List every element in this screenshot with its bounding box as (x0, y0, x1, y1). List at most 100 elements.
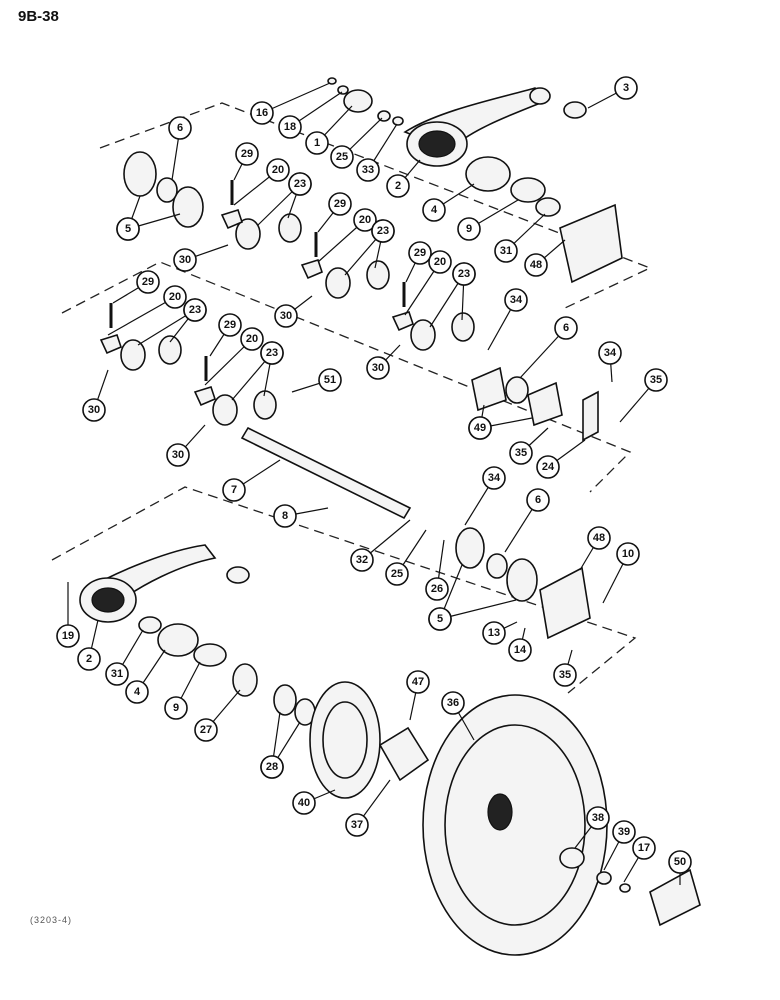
callout-label: 29 (142, 276, 154, 288)
callout-circle (457, 217, 481, 241)
callout-circle (136, 270, 160, 294)
callout-label: 18 (284, 121, 296, 133)
callout-label: 14 (514, 644, 527, 656)
callout-circle (273, 504, 297, 528)
callout-label: 2 (395, 180, 401, 192)
callout-circle (164, 696, 188, 720)
part-snap-ring-9-lower (193, 643, 227, 667)
callout-label: 20 (434, 256, 446, 268)
callout-label: 6 (535, 494, 541, 506)
part-hub-27 (232, 663, 258, 697)
callout-circle (218, 313, 242, 337)
callout-circle (240, 327, 264, 351)
callout-27: 27 (194, 689, 241, 742)
callout-circle (509, 441, 533, 465)
callout-label: 4 (134, 686, 141, 698)
callout-label: 39 (618, 826, 630, 838)
callout-29: 29 (233, 142, 259, 181)
callout-32: 32 (350, 519, 411, 572)
group-outline-middle (61, 261, 632, 493)
part-flange-49-b (527, 381, 563, 427)
part-bearing-upper (465, 156, 511, 192)
callout-7: 7 (222, 459, 281, 502)
callout-47: 47 (406, 670, 430, 721)
callout-label: 23 (189, 304, 201, 316)
callout-circle (482, 466, 506, 490)
callout-label: 23 (458, 268, 470, 280)
callout-20: 20 (107, 285, 187, 336)
callout-label: 3 (623, 82, 629, 94)
callout-label: 24 (542, 461, 555, 473)
callout-25: 25 (385, 529, 427, 586)
callout-circle (494, 239, 518, 263)
callout-label: 34 (604, 347, 617, 359)
callout-circle (305, 131, 329, 155)
part-flange-lower-a (455, 527, 485, 569)
part-knife-set-1 (220, 209, 302, 250)
callout-8: 8 (273, 504, 329, 528)
callout-2: 2 (386, 159, 421, 198)
part-snap-ring-9-upper (510, 177, 546, 203)
callout-label: 25 (336, 151, 348, 163)
callout-35: 35 (509, 427, 549, 465)
part-ring-33 (392, 116, 404, 126)
callout-label: 29 (224, 319, 236, 331)
callout-label: 16 (256, 107, 268, 119)
part-flange-lower-b (506, 558, 538, 602)
callout-label: 7 (231, 484, 237, 496)
callout-2: 2 (77, 619, 101, 671)
callout-label: 30 (179, 254, 191, 266)
callout-31: 31 (105, 629, 144, 686)
callout-circle (77, 647, 101, 671)
callout-circle (350, 548, 374, 572)
callout-label: 49 (474, 422, 486, 434)
callout-label: 36 (447, 697, 459, 709)
callout-36: 36 (441, 691, 475, 741)
part-knife-set-5 (193, 386, 277, 426)
callout-5: 5 (428, 599, 517, 631)
callout-38: 38 (574, 806, 610, 849)
callout-circle (612, 820, 636, 844)
callout-circle (56, 624, 80, 648)
callout-circle (408, 241, 432, 265)
callout-48: 48 (579, 526, 611, 571)
part-hub-37 (378, 726, 430, 782)
callout-29: 29 (317, 192, 352, 233)
callout-circle (173, 248, 197, 272)
callout-circle (553, 663, 577, 687)
part-washer-18 (337, 85, 349, 95)
callout-label: 23 (377, 225, 389, 237)
callout-17: 17 (623, 836, 656, 883)
callout-25: 25 (330, 117, 383, 169)
callout-51: 51 (291, 368, 342, 393)
part-bearing-6-upper (156, 177, 178, 203)
callout-19: 19 (56, 582, 80, 648)
callout-35: 35 (619, 368, 668, 423)
callout-circle (614, 76, 638, 100)
part-snap-ring-31-upper (535, 197, 561, 217)
callout-label: 8 (282, 510, 288, 522)
callout-3: 3 (587, 76, 638, 109)
callout-30: 30 (366, 344, 401, 380)
part-flange-49-a (471, 366, 507, 412)
callout-circle (504, 288, 528, 312)
callout-1: 1 (305, 105, 353, 155)
callout-circle (222, 478, 246, 502)
callout-label: 31 (500, 245, 512, 257)
callout-label: 29 (414, 247, 426, 259)
callout-label: 48 (593, 532, 605, 544)
group-outline-lower (51, 486, 637, 694)
callout-30: 30 (173, 244, 229, 272)
callout-circle (468, 416, 492, 440)
part-gear-28-a (273, 684, 297, 716)
callout-label: 37 (351, 819, 363, 831)
callout-label: 17 (638, 842, 650, 854)
callout-20: 20 (404, 250, 452, 316)
callout-circle (125, 680, 149, 704)
callout-label: 35 (515, 447, 527, 459)
callout-circle (163, 285, 187, 309)
callout-circle (668, 850, 692, 874)
callout-label: 10 (622, 548, 634, 560)
callout-label: 47 (412, 676, 424, 688)
